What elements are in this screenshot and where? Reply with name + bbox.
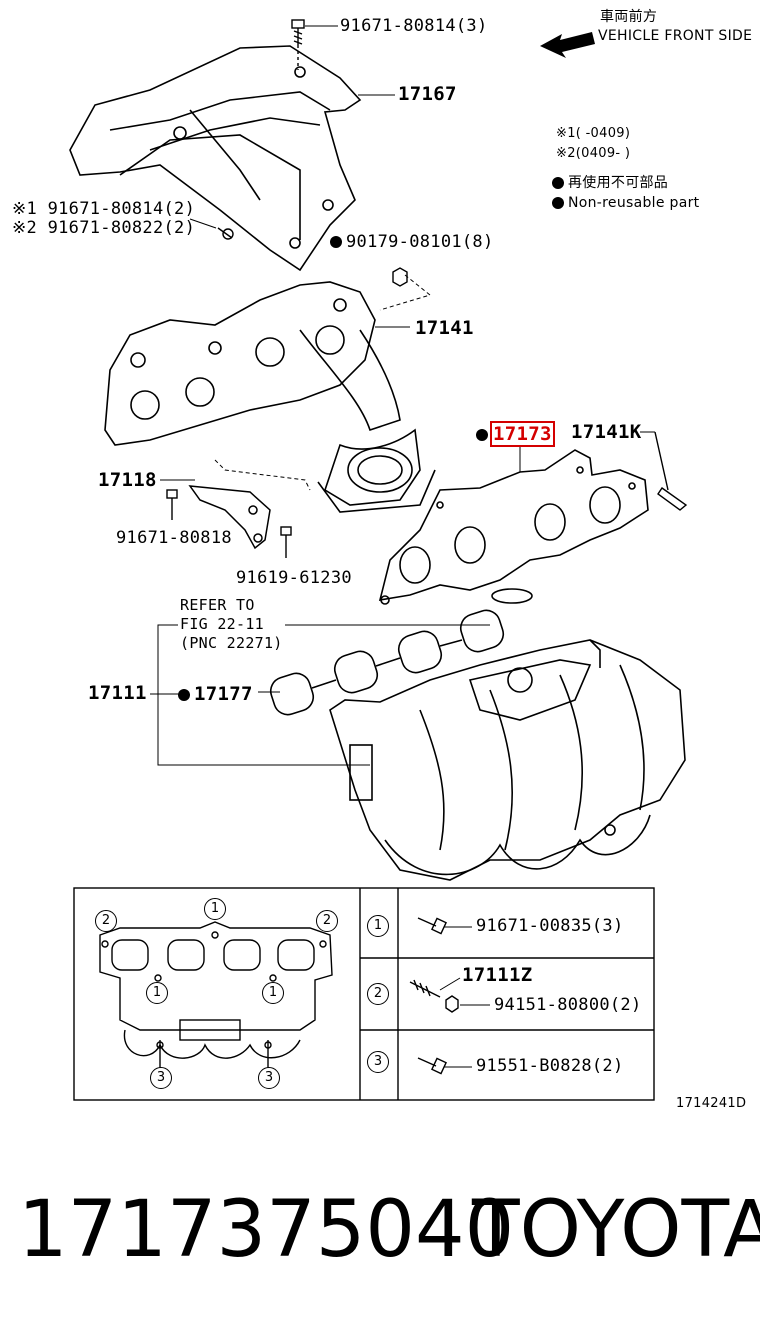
note-1: ※1( -0409) — [556, 126, 631, 141]
manifold-stay — [188, 459, 311, 550]
intake-gasket — [269, 588, 533, 716]
row-part-3: 91551-B0828(2) — [476, 1056, 624, 1076]
stud-icon — [409, 977, 461, 998]
heat-insulator — [69, 45, 362, 272]
exhaust-manifold — [104, 281, 436, 513]
legend-jp: 再使用不可部品 — [552, 174, 668, 192]
part-label-17141: 17141 — [415, 317, 474, 339]
part-label-90179: 90179-08101(8) — [330, 232, 494, 252]
inset-marker-3: 3 — [258, 1067, 280, 1089]
exhaust-gasket — [378, 449, 649, 605]
legend-jp-text: 再使用不可部品 — [568, 175, 669, 191]
part-label-91671-80814-3: 91671-80814(3) — [340, 16, 488, 36]
reference-bracket — [150, 624, 490, 766]
part-label-91619: 91619-61230 — [236, 568, 352, 588]
part-label-17177: 17177 — [178, 684, 253, 704]
row-number-1: 1 — [367, 915, 389, 937]
row-part-2a: 17111Z — [462, 964, 533, 986]
bullet-icon — [476, 428, 488, 441]
bolt-icon — [291, 19, 305, 70]
part-label-17167: 17167 — [398, 83, 457, 105]
footer-brand: TOYOTA — [472, 1185, 760, 1275]
part-label-17141K: 17141K — [571, 421, 642, 443]
refer-line-3: (PNC 22271) — [180, 634, 283, 652]
row-number-3: 3 — [367, 1051, 389, 1073]
direction-label-en: VEHICLE FRONT SIDE — [598, 28, 753, 44]
part-label-90179-text: 90179-08101(8) — [346, 232, 494, 252]
inset-marker-3: 3 — [150, 1067, 172, 1089]
footer-part-number: 1717375040 — [18, 1185, 515, 1275]
stud-icon — [654, 431, 688, 511]
inset-marker-1: 1 — [146, 982, 168, 1004]
nut-icon — [445, 995, 490, 1013]
row-number-2: 2 — [367, 983, 389, 1005]
part-label-note2-bolt: ※2 91671-80822(2) — [12, 218, 196, 238]
refer-line-2: FIG 22-11 — [180, 615, 264, 633]
part-label-17118: 17118 — [98, 469, 157, 491]
inset-marker-2: 2 — [95, 910, 117, 932]
legend-en-text: Non-reusable part — [568, 195, 700, 211]
inset-marker-1: 1 — [262, 982, 284, 1004]
nut-icon — [379, 267, 432, 311]
inset-manifold — [99, 921, 333, 1068]
direction-label-jp: 車両前方 — [600, 9, 658, 25]
refer-line-1: REFER TO — [180, 596, 255, 614]
bolt-icon — [417, 917, 472, 935]
part-label-17177-text: 17177 — [194, 683, 253, 705]
bullet-icon — [178, 688, 190, 701]
part-label-17173: 17173 — [476, 421, 555, 447]
row-part-2: 94151-80800(2) — [494, 995, 642, 1015]
part-label-note1-bolt: ※1 91671-80814(2) — [12, 199, 196, 219]
inset-table — [73, 887, 655, 1101]
bolt-icon — [166, 489, 292, 558]
legend-en: Non-reusable part — [552, 194, 699, 212]
part-label-17111: 17111 — [88, 682, 147, 704]
part-label-91671-80818: 91671-80818 — [116, 528, 232, 548]
intake-manifold — [329, 639, 686, 881]
inset-marker-2: 2 — [316, 910, 338, 932]
bullet-icon — [552, 177, 564, 189]
figure-id: 1714241D — [676, 1096, 747, 1111]
part-label-17173-text: 17173 — [490, 421, 555, 447]
inset-marker-1: 1 — [204, 898, 226, 920]
front-arrow-icon — [540, 32, 595, 58]
note-2: ※2(0409- ) — [556, 146, 631, 161]
bolt-icon — [189, 218, 234, 240]
bullet-icon — [330, 236, 342, 248]
bullet-icon — [552, 197, 564, 209]
row-part-1: 91671-00835(3) — [476, 916, 624, 936]
bolt-icon — [417, 1057, 472, 1075]
